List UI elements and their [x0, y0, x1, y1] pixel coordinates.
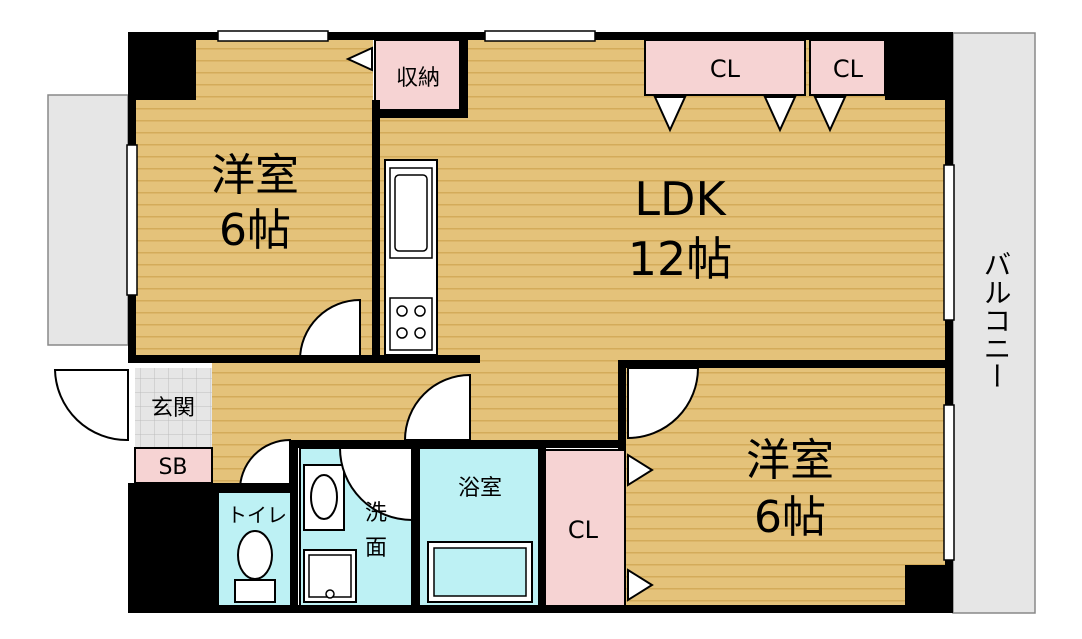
- door-swing: [298, 298, 361, 361]
- balcony-label: バルコニー: [980, 250, 1013, 390]
- window: [126, 144, 138, 296]
- closet-top-2-area: [809, 39, 886, 96]
- shoe-box-label: SB: [158, 455, 187, 480]
- toilet-bowl: [237, 530, 273, 580]
- entrance-area: [135, 368, 212, 448]
- closet-door-mark: [813, 96, 847, 133]
- storage-area: [374, 39, 461, 111]
- door-swing: [627, 367, 700, 440]
- closet-bottom-label: CL: [568, 516, 599, 544]
- bathroom-label: 浴室: [458, 476, 502, 501]
- closet-door-mark: [763, 96, 797, 133]
- window: [217, 30, 329, 42]
- closet-door-mark: [627, 568, 654, 602]
- door-swing: [338, 447, 413, 522]
- closet-top-2-label: CL: [833, 55, 864, 83]
- window: [943, 404, 955, 561]
- ldk-size: 12帖: [628, 232, 733, 286]
- hall-floor-2: [480, 362, 625, 442]
- bathtub-inner: [433, 547, 527, 597]
- western-room-2-size: 6帖: [754, 492, 826, 543]
- shoe-box-area: [134, 447, 213, 484]
- washroom-label-line2: 面: [365, 536, 387, 561]
- right-balcony: [952, 32, 1036, 614]
- stove: [389, 297, 433, 351]
- toilet-label: トイレ: [227, 503, 287, 527]
- closet-top-1-label: CL: [710, 55, 741, 83]
- window: [484, 30, 596, 42]
- washroom-label-line1: 洗: [365, 501, 387, 526]
- window: [943, 164, 955, 321]
- storage-label: 収納: [396, 66, 440, 91]
- kitchen-sink-inner: [394, 174, 428, 252]
- closet-door-mark: [627, 453, 654, 487]
- stove-burner-icon: [396, 327, 408, 339]
- ldk-name: LDK: [634, 172, 727, 226]
- stove-burner-icon: [396, 305, 408, 317]
- entrance-label: 玄関: [151, 396, 195, 421]
- western-room-1-size: 6帖: [219, 205, 291, 256]
- toilet-tank: [234, 579, 276, 603]
- entrance-door-swing: [53, 369, 129, 442]
- western-room-1-name: 洋室: [211, 150, 299, 201]
- wash-basin-bowl: [310, 474, 338, 520]
- closet-door-mark: [653, 96, 687, 133]
- stove-burner-icon: [414, 327, 426, 339]
- left-balcony: [47, 94, 129, 346]
- western-room-2-name: 洋室: [746, 435, 834, 486]
- stove-burner-icon: [414, 305, 426, 317]
- door-swing: [403, 373, 471, 441]
- door-swing: [238, 438, 291, 493]
- storage-door-mark: [345, 46, 373, 72]
- drain-icon: [325, 589, 335, 599]
